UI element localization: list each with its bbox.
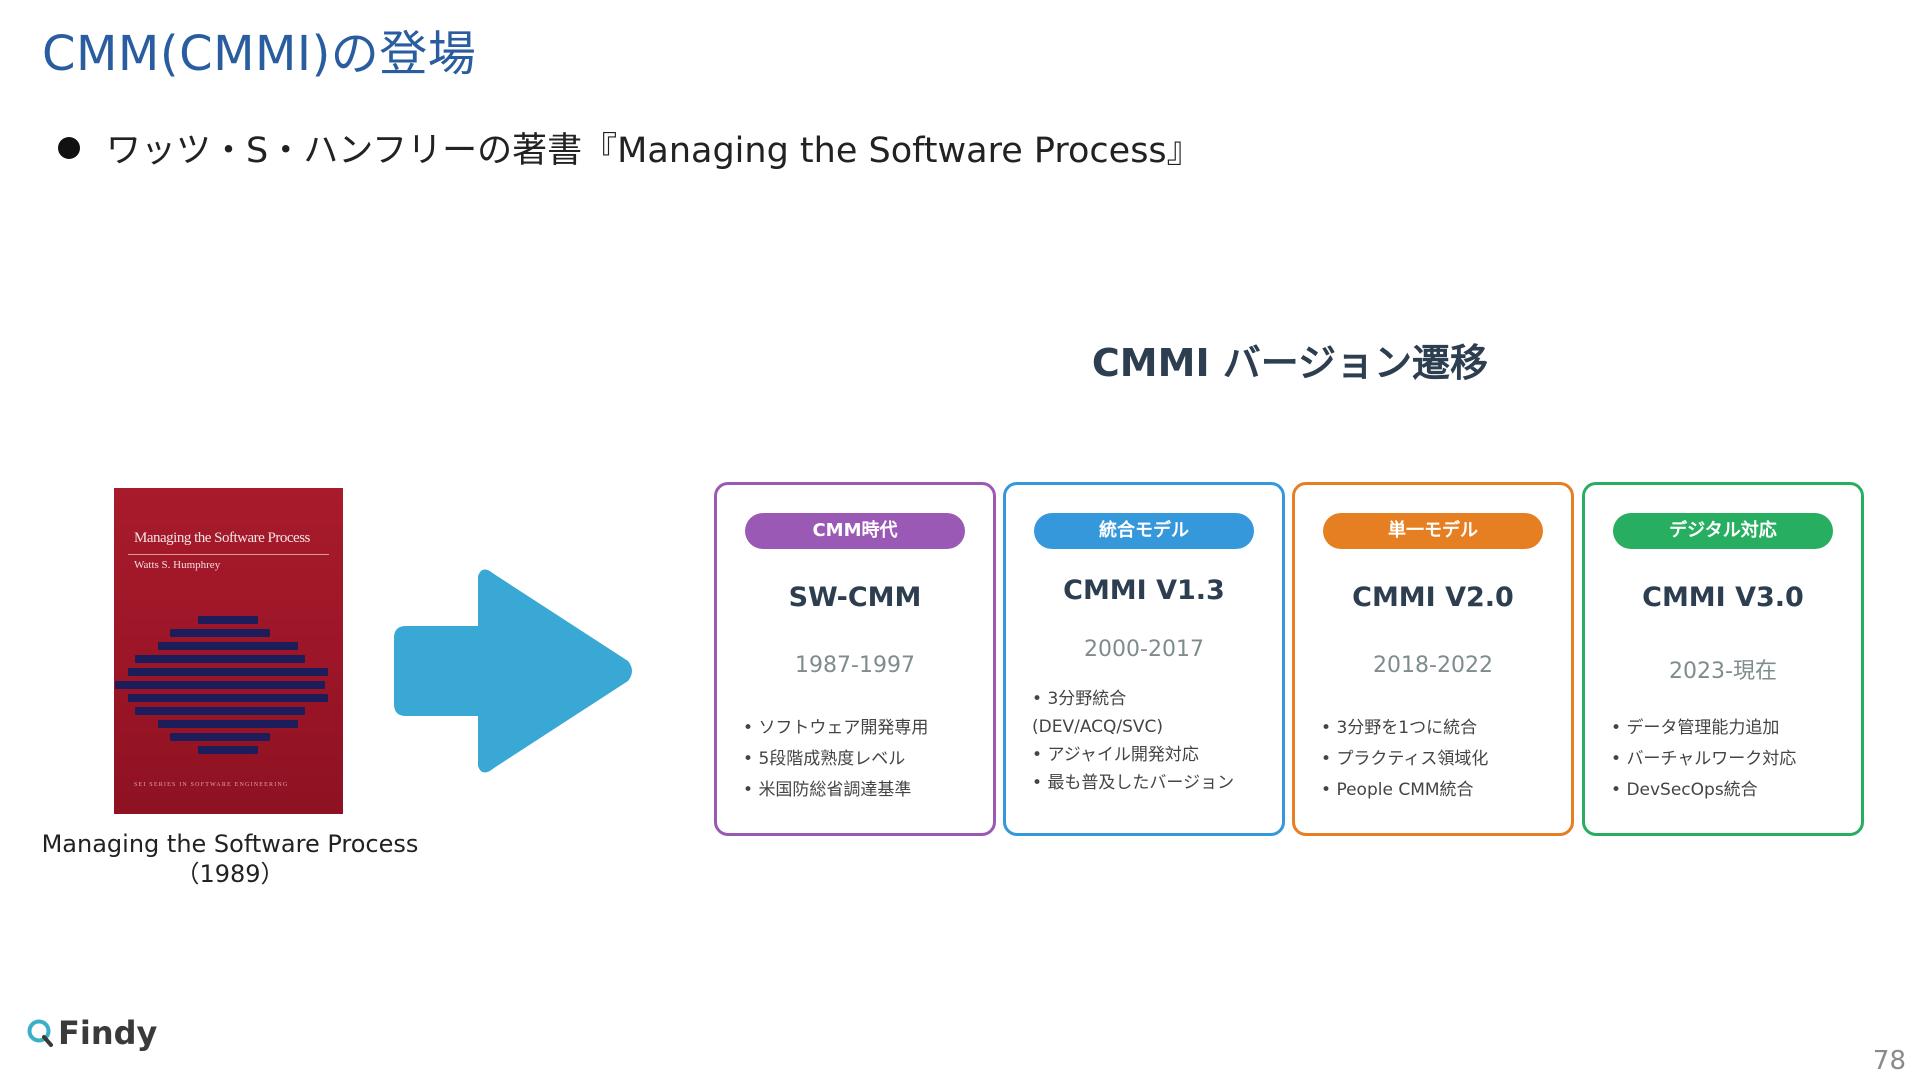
book-cover-stripe (158, 720, 298, 728)
version-card-cmmi-v30: デジタル対応 CMMI V3.0 2023-現在 データ管理能力追加 バーチャル… (1582, 482, 1864, 836)
feature-item: ソフトウェア開発専用 (743, 713, 977, 744)
book-cover-stripe (135, 655, 305, 663)
feature-item: People CMM統合 (1321, 775, 1555, 806)
book-cover-stripe (198, 746, 258, 754)
findy-logo: Findy (26, 1014, 157, 1052)
book-cover-stripe (115, 681, 325, 689)
findy-logo-text: Findy (58, 1014, 158, 1052)
feature-list: 3分野を1つに統合 プラクティス領域化 People CMM統合 (1321, 713, 1555, 806)
findy-logo-icon (27, 1019, 53, 1047)
version-card-sw-cmm: CMM時代 SW-CMM 1987-1997 ソフトウェア開発専用 5段階成熟度… (714, 482, 996, 836)
book-cover-stripe (128, 694, 328, 702)
book-cover-stripe (198, 616, 258, 624)
era-badge: 統合モデル (1034, 513, 1254, 549)
version-card-cmmi-v13: 統合モデル CMMI V1.3 2000-2017 3分野統合 (DEV/ACQ… (1003, 482, 1285, 836)
era-badge: CMM時代 (745, 513, 965, 549)
book-caption: Managing the Software Process （1989） (30, 829, 430, 889)
feature-item: 5段階成熟度レベル (743, 744, 977, 775)
book-caption-year: （1989） (175, 860, 285, 888)
version-name: SW-CMM (788, 582, 922, 613)
book-cover-image: Managing the Software Process Watts S. H… (114, 488, 343, 814)
book-cover-stripe (135, 707, 305, 715)
feature-item: 米国防総省調達基準 (743, 775, 977, 806)
book-cover-title: Managing the Software Process (134, 530, 310, 546)
feature-list: データ管理能力追加 バーチャルワーク対応 DevSecOps統合 (1611, 713, 1845, 806)
book-cover-stripe (170, 629, 270, 637)
version-years: 2023-現在 (1669, 659, 1777, 684)
book-cover-stripe (128, 668, 328, 676)
page-number: 78 (1872, 1046, 1906, 1076)
feature-item: 最も普及したバージョン (1032, 769, 1266, 797)
feature-list: 3分野統合 (DEV/ACQ/SVC) アジャイル開発対応 最も普及したバージョ… (1032, 685, 1266, 797)
era-badge: デジタル対応 (1613, 513, 1833, 549)
slide-title: CMM(CMMI)の登場 (42, 26, 477, 82)
bullet-item: ワッツ・S・ハンフリーの著書『Managing the Software Pro… (58, 122, 1202, 173)
book-cover-stripe (158, 642, 298, 650)
feature-item: データ管理能力追加 (1611, 713, 1845, 744)
version-years: 1987-1997 (795, 653, 915, 678)
feature-item: バーチャルワーク対応 (1611, 744, 1845, 775)
arrow-right-icon (394, 569, 632, 773)
feature-item: 3分野を1つに統合 (1321, 713, 1555, 744)
book-cover-stripe (170, 733, 270, 741)
version-years: 2018-2022 (1373, 653, 1493, 678)
version-years: 2000-2017 (1084, 637, 1204, 662)
feature-item: アジャイル開発対応 (1032, 741, 1266, 769)
feature-item: DevSecOps統合 (1611, 775, 1845, 806)
version-name: CMMI V3.0 (1642, 582, 1804, 613)
bullet-dot-icon (58, 136, 80, 159)
book-cover-rule (128, 554, 329, 555)
feature-item: プラクティス領域化 (1321, 744, 1555, 775)
version-name: CMMI V2.0 (1352, 582, 1514, 613)
book-cover-footer: SEI SERIES IN SOFTWARE ENGINEERING (134, 782, 289, 788)
cmmi-heading: CMMI バージョン遷移 (1091, 341, 1489, 385)
feature-item: 3分野統合 (1032, 685, 1266, 713)
bullet-text: ワッツ・S・ハンフリーの著書『Managing the Software Pro… (106, 131, 1202, 171)
feature-item: (DEV/ACQ/SVC) (1032, 717, 1164, 737)
book-cover-author: Watts S. Humphrey (134, 559, 221, 571)
version-name: CMMI V1.3 (1063, 575, 1225, 606)
version-card-cmmi-v20: 単一モデル CMMI V2.0 2018-2022 3分野を1つに統合 プラクテ… (1292, 482, 1574, 836)
feature-list: ソフトウェア開発専用 5段階成熟度レベル 米国防総省調達基準 (743, 713, 977, 806)
book-caption-title: Managing the Software Process (41, 830, 419, 858)
era-badge: 単一モデル (1323, 513, 1543, 549)
